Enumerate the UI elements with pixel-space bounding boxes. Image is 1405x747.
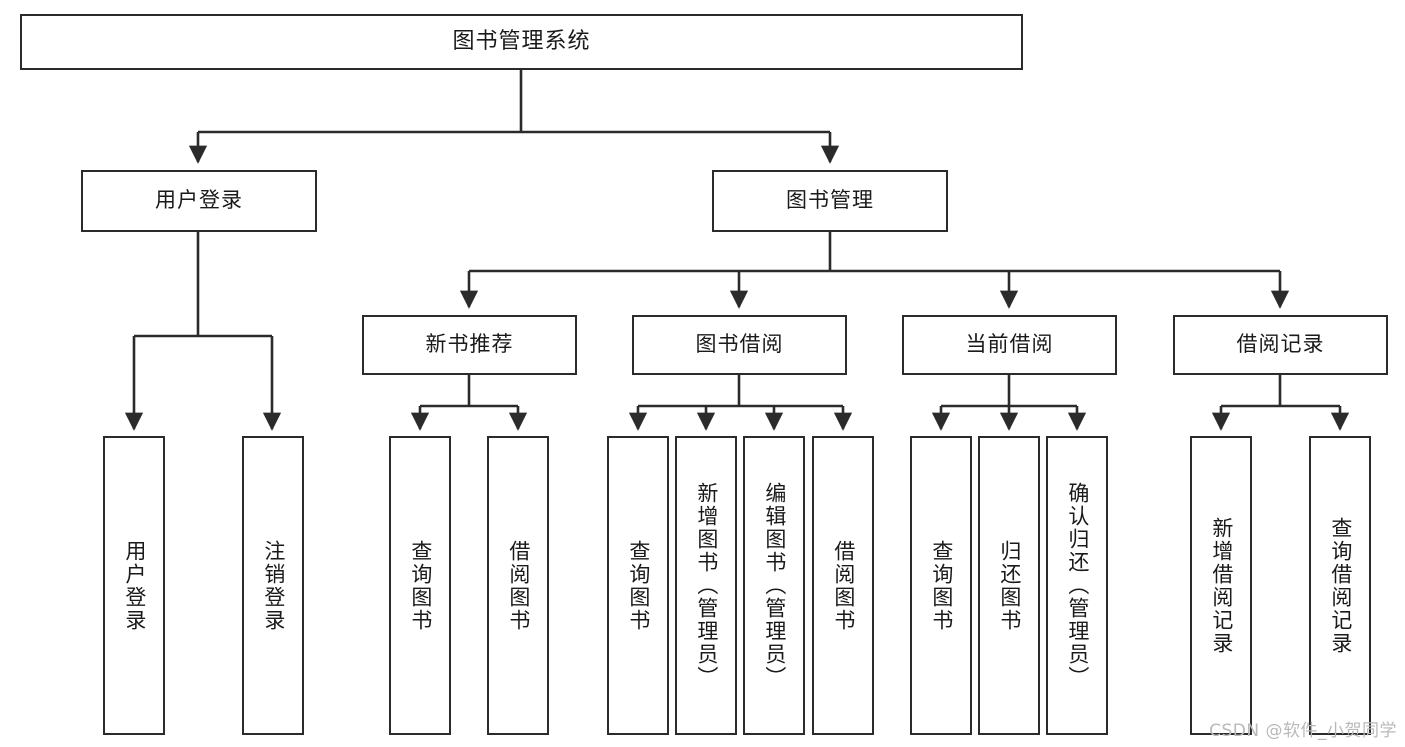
node-current-borrow[interactable]: 当前借阅 bbox=[902, 315, 1117, 375]
node-leaf-edit-book-label: 编辑图书（管理员） bbox=[762, 482, 787, 689]
node-new-book-recommend-label: 新书推荐 bbox=[425, 332, 514, 357]
node-current-borrow-label: 当前借阅 bbox=[965, 332, 1054, 357]
node-root[interactable]: 图书管理系统 bbox=[20, 14, 1023, 70]
node-leaf-add-record[interactable]: 新增借阅记录 bbox=[1190, 436, 1252, 735]
node-leaf-user-login[interactable]: 用户登录 bbox=[103, 436, 165, 735]
node-book-manage[interactable]: 图书管理 bbox=[712, 170, 948, 232]
node-leaf-confirm-return-label: 确认归还（管理员） bbox=[1065, 482, 1090, 689]
node-borrow-record-label: 借阅记录 bbox=[1236, 332, 1325, 357]
node-book-manage-label: 图书管理 bbox=[786, 188, 874, 213]
node-leaf-query-book-2-label: 查询图书 bbox=[626, 539, 651, 632]
node-leaf-query-book-1-label: 查询图书 bbox=[408, 539, 433, 632]
node-leaf-add-book-label: 新增图书（管理员） bbox=[694, 482, 719, 689]
node-new-book-recommend[interactable]: 新书推荐 bbox=[362, 315, 577, 375]
node-leaf-borrow-book-1-label: 借阅图书 bbox=[506, 539, 531, 632]
node-root-label: 图书管理系统 bbox=[452, 28, 591, 54]
node-book-borrow-label: 图书借阅 bbox=[695, 332, 784, 357]
node-leaf-return-book-label: 归还图书 bbox=[997, 539, 1022, 632]
node-leaf-query-book-1[interactable]: 查询图书 bbox=[389, 436, 451, 735]
node-leaf-borrow-book-2[interactable]: 借阅图书 bbox=[812, 436, 874, 735]
node-leaf-confirm-return[interactable]: 确认归还（管理员） bbox=[1046, 436, 1108, 735]
node-leaf-query-book-3-label: 查询图书 bbox=[929, 539, 954, 632]
node-user-login-label: 用户登录 bbox=[155, 188, 243, 213]
node-leaf-query-record[interactable]: 查询借阅记录 bbox=[1309, 436, 1371, 735]
node-leaf-add-record-label: 新增借阅记录 bbox=[1209, 516, 1234, 655]
node-leaf-add-book[interactable]: 新增图书（管理员） bbox=[675, 436, 737, 735]
node-leaf-logout-login[interactable]: 注销登录 bbox=[242, 436, 304, 735]
node-user-login[interactable]: 用户登录 bbox=[81, 170, 317, 232]
node-leaf-query-book-3[interactable]: 查询图书 bbox=[910, 436, 972, 735]
node-leaf-borrow-book-2-label: 借阅图书 bbox=[831, 539, 856, 632]
node-leaf-return-book[interactable]: 归还图书 bbox=[978, 436, 1040, 735]
node-leaf-logout-login-label: 注销登录 bbox=[261, 539, 286, 632]
node-borrow-record[interactable]: 借阅记录 bbox=[1173, 315, 1388, 375]
node-leaf-borrow-book-1[interactable]: 借阅图书 bbox=[487, 436, 549, 735]
node-book-borrow[interactable]: 图书借阅 bbox=[632, 315, 847, 375]
csdn-watermark: CSDN @软件_小贺同学 bbox=[1209, 721, 1397, 741]
node-leaf-user-login-label: 用户登录 bbox=[122, 539, 147, 632]
node-leaf-query-book-2[interactable]: 查询图书 bbox=[607, 436, 669, 735]
node-leaf-edit-book[interactable]: 编辑图书（管理员） bbox=[743, 436, 805, 735]
node-leaf-query-record-label: 查询借阅记录 bbox=[1328, 516, 1353, 655]
